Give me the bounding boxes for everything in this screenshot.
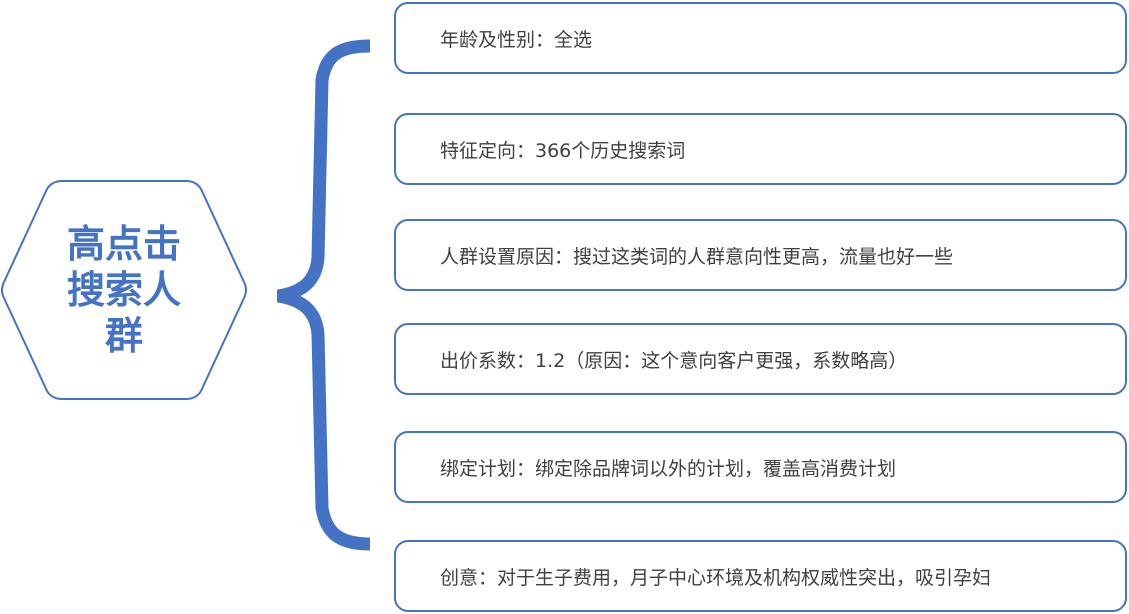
item-text-5: 绑定计划：绑定除品牌词以外的计划，覆盖高消费计划 xyxy=(440,457,897,480)
item-box-4: 出价系数：1.2（原因：这个意向客户更强，系数略高） xyxy=(394,323,1127,395)
item-box-2: 特征定向：366个历史搜索词 xyxy=(394,113,1127,185)
curly-brace xyxy=(266,30,376,564)
center-hexagon: 高点击 搜索人 群 xyxy=(0,178,248,402)
item-text-3: 人群设置原因：搜过这类词的人群意向性更高，流量也好一些 xyxy=(440,245,954,268)
center-title-line-2: 搜索人 xyxy=(66,268,181,312)
center-title-line-3: 群 xyxy=(104,314,143,358)
item-box-1: 年龄及性别：全选 xyxy=(394,2,1127,74)
center-title: 高点击 搜索人 群 xyxy=(24,178,224,402)
item-text-1: 年龄及性别：全选 xyxy=(440,28,593,51)
item-text-4: 出价系数：1.2（原因：这个意向客户更强，系数略高） xyxy=(440,349,908,372)
item-box-3: 人群设置原因：搜过这类词的人群意向性更高，流量也好一些 xyxy=(394,219,1127,291)
item-box-6: 创意：对于生子费用，月子中心环境及机构权威性突出，吸引孕妇 xyxy=(394,540,1127,612)
center-title-line-1: 高点击 xyxy=(66,222,181,266)
item-box-5: 绑定计划：绑定除品牌词以外的计划，覆盖高消费计划 xyxy=(394,431,1127,503)
item-text-6: 创意：对于生子费用，月子中心环境及机构权威性突出，吸引孕妇 xyxy=(440,566,992,589)
item-text-2: 特征定向：366个历史搜索词 xyxy=(440,139,686,162)
hexagon-shape xyxy=(1,180,247,400)
